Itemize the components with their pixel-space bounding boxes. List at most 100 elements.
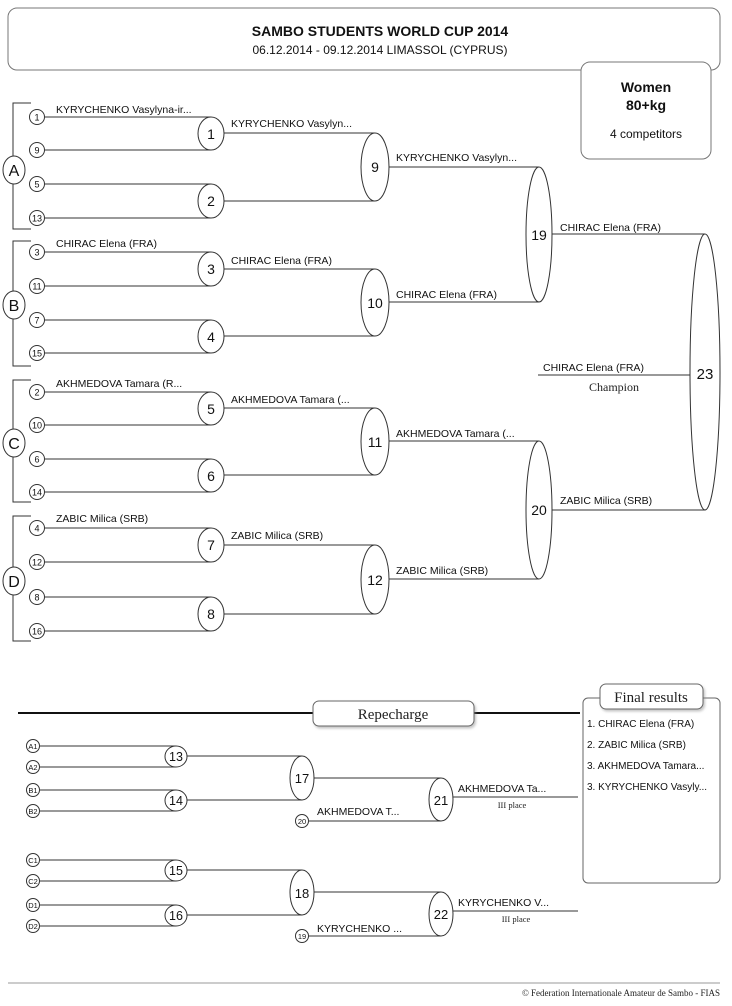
round1-bout: 2 [45,183,225,219]
champion-label: Champion [589,380,639,394]
bout-number: 16 [169,909,183,923]
result-item: 3. AKHMEDOVA Tamara... [587,761,704,772]
bout-number: 1 [207,126,215,142]
header-box: SAMBO STUDENTS WORLD CUP 2014 06.12.2014… [7,7,721,71]
entry-name: ZABIC Milica (SRB) [56,513,148,525]
category-gender: Women [621,79,671,95]
seed-number: 8 [34,593,39,603]
bout-number: 7 [207,537,215,553]
bout-number: 21 [434,793,448,808]
seed-number: 6 [34,455,39,465]
footer: © Federation Internationale Amateur de S… [8,982,720,998]
seed-number: 14 [32,488,42,498]
pool-letter: B [9,298,20,315]
winner-name: ZABIC Milica (SRB) [560,495,652,507]
final-bout: 23 CHIRAC Elena (FRA) Champion [538,233,721,511]
pool-c: C 2 10 6 14 [2,379,45,503]
seed-code: D2 [28,922,38,931]
place-label: III place [502,914,531,924]
seed-code: A2 [28,763,37,772]
seed-code: A1 [28,742,37,751]
seed-number: 15 [32,349,42,359]
category-weight: 80+kg [626,97,666,113]
bout-number: 10 [367,295,383,311]
seed-code: C2 [28,877,38,886]
seed-number: 9 [34,146,39,156]
round1-bout: 4 [45,319,225,354]
round2-bout: 9 KYRYCHENKO Vasylyn... [224,132,517,202]
round2-bout: 12 ZABIC Milica (SRB) [224,544,488,615]
bout-number: 4 [207,329,215,345]
round1-bout: 5 AKHMEDOVA Tamara (... [45,391,350,426]
round2-bout: 10 CHIRAC Elena (FRA) [224,268,497,337]
place-label: III place [498,800,527,810]
entry-name: KYRYCHENKO Vasylyna-ir... [56,104,192,116]
seed-code: B1 [28,786,37,795]
seed-code: C1 [28,856,38,865]
winner-name: CHIRAC Elena (FRA) [560,222,661,234]
round1-bout: 7 ZABIC Milica (SRB) [45,527,323,563]
final-results-title: Final results [614,690,688,706]
bout-number: 3 [207,261,215,277]
bronze-name: KYRYCHENKO V... [458,897,549,909]
round2-bout: 11 AKHMEDOVA Tamara (... [224,407,515,476]
result-item: 3. KYRYCHENKO Vasyly... [587,782,707,793]
round1-bout: 8 [45,596,225,632]
seed-number: 13 [32,214,42,224]
seed-number: 7 [34,316,39,326]
winner-name: ZABIC Milica (SRB) [231,530,323,542]
round1-bout: 1 KYRYCHENKO Vasylyn... [45,116,352,151]
semifinal-bout: 19 CHIRAC Elena (FRA) [389,166,661,303]
seed-number: 5 [34,180,39,190]
result-item: 1. CHIRAC Elena (FRA) [587,719,694,730]
bout-number: 9 [371,159,379,175]
round1-bout: 3 CHIRAC Elena (FRA) [45,251,332,287]
bronze-name: AKHMEDOVA Ta... [458,783,546,795]
bout-number: 14 [169,794,183,808]
bout-number: 15 [169,864,183,878]
result-item: 2. ZABIC Milica (SRB) [587,740,686,751]
pool-letter: C [8,436,20,453]
seed-number: 3 [34,248,39,258]
bout-number: 6 [207,468,215,484]
loser-name: AKHMEDOVA T... [317,806,399,818]
competitor-count: 4 competitors [610,127,682,141]
bout-number: 22 [434,907,448,922]
bout-number: 19 [531,227,547,243]
category-box: Women 80+kg 4 competitors [580,61,712,160]
pool-a: A 1 9 5 13 [2,102,45,230]
seed-code: 20 [298,817,306,826]
seed-number: 10 [32,421,42,431]
winner-name: CHIRAC Elena (FRA) [396,289,497,301]
winner-name: CHIRAC Elena (FRA) [231,255,332,267]
round1-bout: 6 [45,458,225,493]
seed-number: 11 [32,282,41,292]
winner-name: KYRYCHENKO Vasylyn... [396,152,517,164]
semifinal-bout: 20 ZABIC Milica (SRB) [389,440,652,580]
seed-number: 2 [34,388,39,398]
seed-number: 1 [34,113,39,123]
event-title: SAMBO STUDENTS WORLD CUP 2014 [252,23,509,39]
seed-number: 16 [32,627,42,637]
seed-number: 4 [34,524,39,534]
pool-d: D 4 12 8 16 [2,515,45,642]
bout-number: 2 [207,193,215,209]
repechage-group: A1 A2 B1 B2 13 14 17 20 AKHMEDOVA T... 2… [26,739,578,828]
pool-letter: A [9,163,20,180]
seed-code: D1 [28,901,38,910]
winner-name: AKHMEDOVA Tamara (... [396,428,515,440]
bout-number: 12 [367,572,383,588]
entry-name: AKHMEDOVA Tamara (R... [56,378,182,390]
repechage-banner: Repecharge [18,700,580,727]
repechage-title: Repecharge [358,707,429,723]
entry-name: CHIRAC Elena (FRA) [56,238,157,250]
seed-number: 12 [32,558,42,568]
seed-code: B2 [28,807,37,816]
bout-number: 8 [207,606,215,622]
seed-code: 19 [298,932,306,941]
bout-number: 17 [295,771,309,786]
bout-number: 13 [169,750,183,764]
champion-name: CHIRAC Elena (FRA) [543,362,644,374]
bout-number: 18 [295,886,309,901]
